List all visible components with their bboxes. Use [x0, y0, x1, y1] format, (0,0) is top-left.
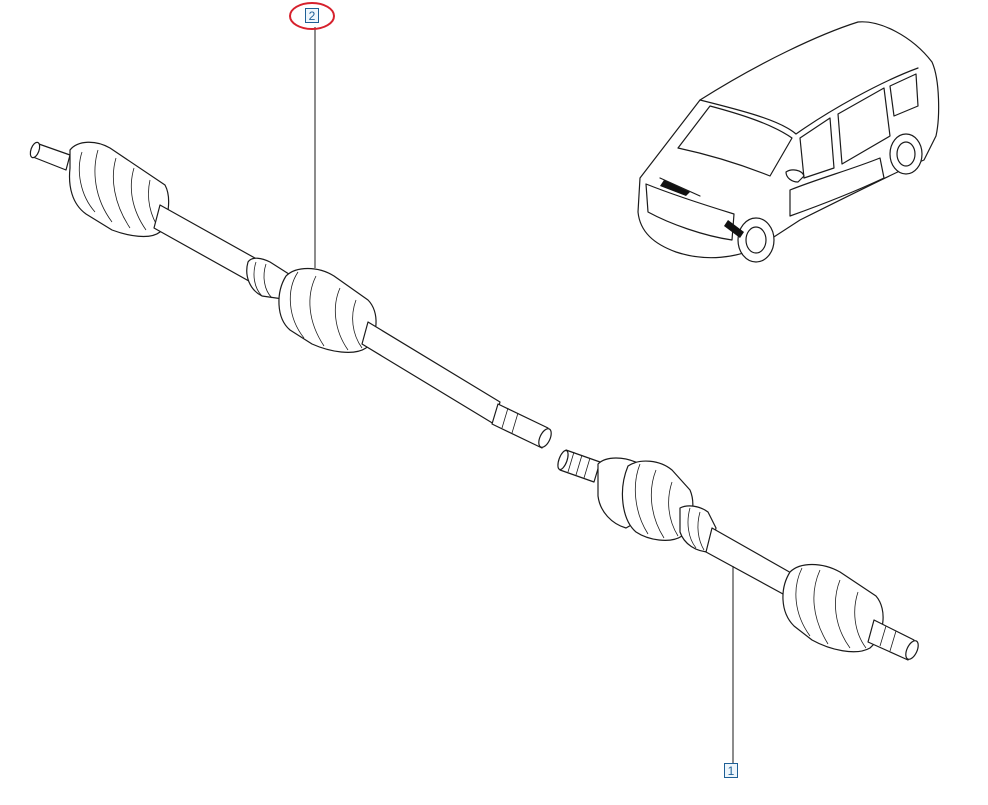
callout-1[interactable]: 1 — [724, 763, 738, 778]
driveshaft-left — [29, 141, 552, 449]
callout-2[interactable]: 2 — [305, 8, 319, 23]
driveshaft-right — [557, 449, 919, 661]
vehicle-locator-illustration — [637, 21, 940, 263]
callout-2-highlight-ring — [289, 2, 335, 30]
